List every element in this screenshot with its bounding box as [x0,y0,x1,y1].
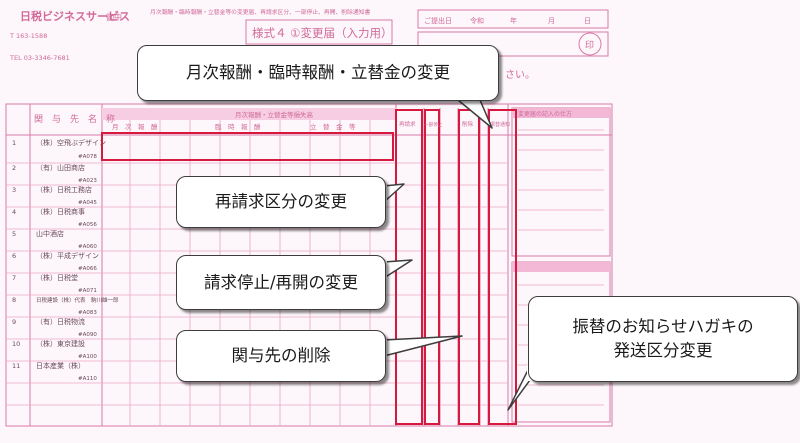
callout-postcard-line1: 振替のお知らせハガキの [572,317,754,337]
callout-postcard-notice: 振替のお知らせハガキの 発送区分変更 [528,296,798,382]
callout-postcard-line2: 発送区分変更 [613,341,713,360]
client-name: （株）平成デザイン [36,251,99,260]
client-code: #A066 [78,266,97,272]
date-label: ご提出日 [424,16,452,25]
callout-client-delete: 関与先の削除 [176,330,386,382]
client-name: 日本産業（株） [36,361,85,370]
client-code: #A100 [78,354,97,360]
callout-client-delete-text: 関与先の削除 [231,346,331,366]
col-sakujo-header: 削除 [462,120,474,128]
instruction-fragment: さい。 [505,69,535,81]
client-no: 1 [12,139,16,147]
client-code: #A060 [78,244,97,250]
col-client-header: 関 与 先 名 称 [34,113,115,125]
header-red-title: 月次報酬・臨時報酬・立替金等の変更届、再請求区分、一部停止、再開、削除通知書 [150,8,370,16]
client-name: （有）山田商店 [36,163,85,172]
client-code: #A056 [78,222,97,228]
col-rinji-header: 臨 時 報 酬 [215,122,261,131]
col-saiseikyu-header: 再請求 [399,120,416,128]
client-no: 6 [12,252,16,260]
client-no: 11 [12,362,20,370]
client-name: 山中酒店 [36,229,64,238]
callout-rebill-change-text: 再請求区分の変更 [215,192,347,212]
callout-monthly-fee-change-text: 月次報酬・臨時報酬・立替金の変更 [186,63,450,83]
callout-stop-resume-change-text: 請求停止/再開の変更 [203,272,359,292]
client-no: 7 [12,274,16,282]
client-code: #A078 [78,154,97,160]
client-code: #A110 [78,376,97,382]
form-title: 様式４ ①変更届（入力用） [252,26,392,40]
client-no: 3 [12,186,16,194]
client-rows: 1 （株）空飛ぶデザイン #A078 2 （有）山田商店 #A023 3 （株）… [12,138,119,382]
date-year: 年 [510,16,517,25]
client-no: 9 [12,318,16,326]
header-tag: 御中 [106,12,122,22]
client-name: （株）空飛ぶデザイン [36,138,106,147]
client-name: （株）東京建設 [36,339,85,348]
client-no: 5 [12,230,16,238]
callout-rebill-change: 再請求区分の変更 [176,176,386,228]
col-hagaki-header: 振替通知 [490,121,510,128]
callout-stop-resume-change: 請求停止/再開の変更 [176,255,386,310]
company-name: 日税ビジネスサービス [20,9,130,23]
header-tel1: T 163-1588 [9,32,47,40]
client-name: （有）日税物流 [36,317,85,326]
col-tatekae-header: 立 替 金 等 [310,122,356,131]
client-no: 4 [12,208,16,216]
client-name: （株）日税工務店 [36,185,92,194]
client-code: #A083 [78,310,97,316]
header-tel2: TEL 03-3346-7681 [9,54,70,62]
seal-mark: 印 [585,39,594,51]
date-month: 月 [548,17,555,25]
client-name: 日税建設（株）代表 駒川雄一郎 [36,296,119,304]
date-day: 日 [584,17,591,25]
side-panel-title: 変更届の記入の仕方 [518,110,572,118]
date-era: 令和 [470,16,484,25]
client-code: #A071 [78,288,97,294]
callout-monthly-fee-change: 月次報酬・臨時報酬・立替金の変更 [137,45,499,101]
client-code: #A045 [78,200,97,206]
col-group-header: 月次報酬・立替金等損失高 [235,110,314,119]
client-no: 2 [12,164,16,172]
client-name: （株）日税商事 [36,207,85,216]
client-code: #A023 [78,178,97,184]
col-teishi-header: 一部停止 [424,121,443,128]
client-name: （株）日税堂 [36,273,78,282]
col-monthly-header: 月 次 報 酬 [112,122,158,131]
client-no: 10 [12,340,20,348]
client-no: 8 [12,296,16,304]
client-code: #A090 [78,332,97,338]
